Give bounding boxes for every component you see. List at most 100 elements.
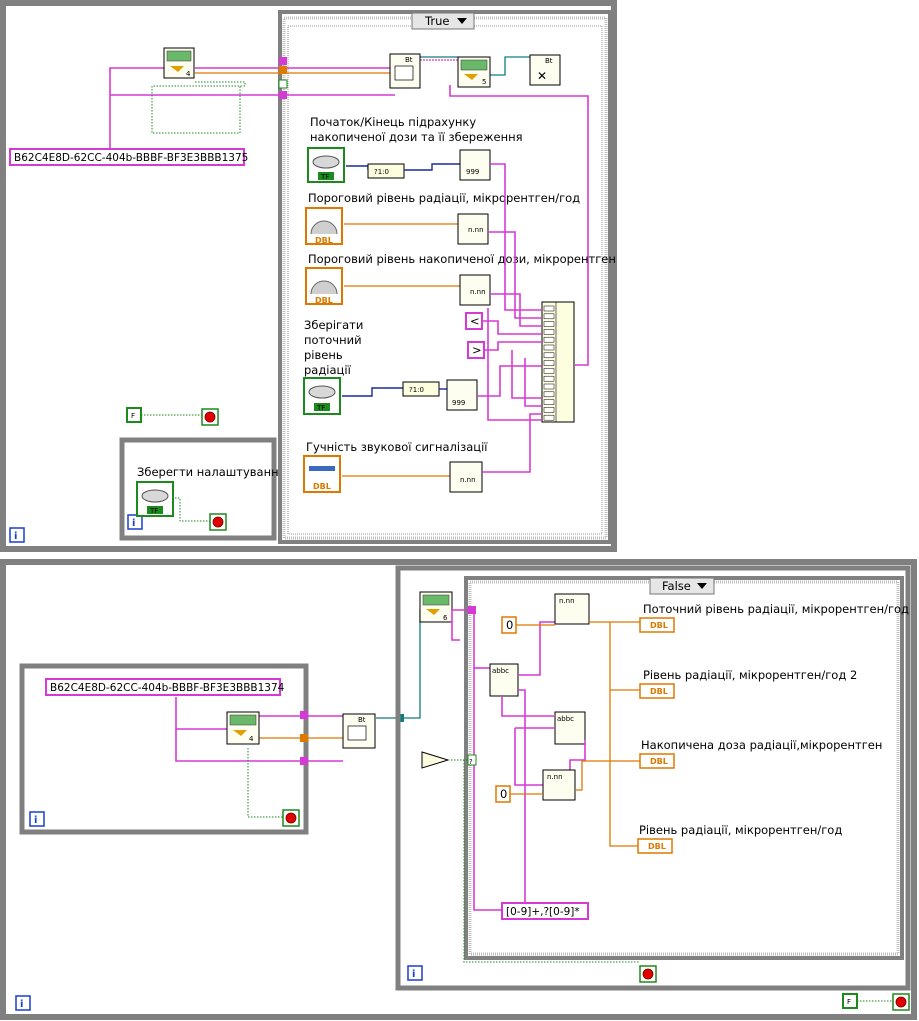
svg-text:n.nn: n.nn: [547, 773, 563, 781]
svg-text:Bt: Bt: [358, 716, 366, 724]
concat-input-terminal: [543, 383, 555, 390]
concat-input-terminal: [543, 321, 555, 327]
start-stop-boolean-control[interactable]: TF: [307, 147, 345, 183]
iteration-terminal-top: [9, 527, 25, 543]
rate-threshold-knob-control[interactable]: DBL: [305, 207, 343, 245]
not-node[interactable]: [421, 751, 450, 769]
bool-to-num-2[interactable]: ?1:0: [402, 381, 440, 397]
control-label-rate-threshold: Пороговий рівень радіації, мікрорентген/…: [308, 191, 580, 205]
format-int-2[interactable]: 999: [446, 379, 478, 411]
rate-2-indicator[interactable]: DBL: [639, 683, 675, 699]
svg-text:n.nn: n.nn: [468, 226, 484, 234]
save-rate-boolean-control[interactable]: TF: [303, 377, 341, 415]
tunnel-string-top: [279, 57, 287, 65]
tunnel-string2-top: [279, 91, 287, 99]
concat-input-terminal: [543, 329, 555, 335]
guid-constant-top[interactable]: B62C4E8D-62CC-404b-BBBF-BF3E3BBB1375: [9, 148, 248, 166]
current-rate-indicator[interactable]: DBL: [639, 617, 675, 633]
format-int-1[interactable]: 999: [459, 149, 491, 181]
concat-input-terminal: [543, 399, 555, 405]
svg-text:999: 999: [466, 168, 479, 176]
svg-text:DBL: DBL: [315, 236, 333, 245]
svg-text:?1:0: ?1:0: [409, 386, 424, 394]
save-settings-loop[interactable]: Зберегти налаштування i: [119, 437, 286, 541]
control-label-save-rate-3: рівень: [304, 348, 343, 362]
scan-value-1[interactable]: n.nn: [554, 593, 590, 625]
svg-text:B62C4E8D-62CC-404b-BBBF-BF3E3B: B62C4E8D-62CC-404b-BBBF-BF3E3BBB1374: [50, 682, 285, 694]
control-label-dose-threshold: Пороговий рівень накопиченої дози, мікро…: [308, 252, 616, 266]
svg-text:6: 6: [443, 614, 448, 622]
dose-threshold-knob-control[interactable]: DBL: [305, 267, 343, 305]
scan-value-2[interactable]: n.nn: [542, 769, 576, 801]
top-while-loop[interactable]: i: [0, 0, 617, 552]
case-selector-bottom[interactable]: [649, 577, 715, 595]
dose-indicator[interactable]: DBL: [639, 753, 675, 769]
stop-constant-top[interactable]: F: [126, 407, 142, 423]
format-float-2[interactable]: n.nn: [459, 274, 491, 306]
iteration-symbol-top: i: [14, 531, 17, 542]
case-selector-tunnel-bottom: [467, 754, 477, 766]
format-float-3[interactable]: n.nn: [449, 461, 483, 493]
match-pattern-1[interactable]: abbc: [489, 663, 519, 697]
svg-text:?: ?: [469, 758, 473, 766]
iteration-terminal-bottom-left: [29, 811, 45, 827]
tunnel-numeric-bottom: [300, 734, 308, 742]
zero-constant-2[interactable]: 0: [495, 785, 511, 803]
bottom-right-loop[interactable]: i: [395, 565, 911, 991]
svg-text:TF: TF: [320, 173, 329, 181]
stop-terminal-inner[interactable]: [209, 513, 227, 531]
control-label-start-stop-2: накопиченої дози та її збереження: [310, 130, 523, 144]
indicator-label-dose: Накопичена доза радіації,мікрорентген: [641, 738, 882, 752]
volume-slider-control[interactable]: DBL: [303, 455, 341, 493]
svg-text:DBL: DBL: [650, 621, 668, 630]
stop-terminal-bottom-left[interactable]: [282, 809, 300, 827]
concat-input-terminal: [543, 368, 555, 374]
guid-constant-bottom[interactable]: B62C4E8D-62CC-404b-BBBF-BF3E3BBB1374: [45, 678, 285, 696]
bottom-while-loop[interactable]: i: [0, 559, 917, 1020]
format-float-1[interactable]: n.nn: [457, 213, 489, 245]
invoke-node-bottom[interactable]: 4: [226, 711, 260, 745]
bool-to-num-1[interactable]: ?1:0: [367, 163, 405, 179]
concatenate-terminals: [543, 305, 555, 421]
svg-text:DBL: DBL: [315, 296, 333, 305]
concat-input-terminal: [543, 391, 555, 398]
control-label-save-rate-1: Зберігати: [304, 318, 363, 332]
stop-terminal-top[interactable]: [201, 408, 219, 426]
svg-text:0: 0: [500, 787, 507, 801]
svg-text:<: <: [470, 314, 480, 328]
close-reference-node[interactable]: Bt ✕: [529, 54, 561, 86]
gt-constant[interactable]: >: [467, 341, 485, 359]
rate-indicator[interactable]: DBL: [637, 838, 673, 854]
svg-text:4: 4: [249, 735, 254, 743]
stop-terminal-bottom[interactable]: [892, 993, 910, 1011]
stop-terminal-bottom-right[interactable]: [639, 965, 657, 983]
stop-constant-bottom[interactable]: F: [842, 993, 858, 1009]
svg-text:TF: TF: [149, 507, 158, 515]
save-settings-boolean-control[interactable]: TF: [136, 481, 174, 517]
bottom-left-loop[interactable]: i: [19, 663, 309, 835]
indicator-label-current-rate: Поточний рівень радіації, мікрорентген/г…: [643, 602, 909, 616]
bt-node-bottom[interactable]: Bt: [342, 713, 376, 749]
case-selector-top[interactable]: [411, 12, 475, 30]
indicator-label-rate-2: Рівень радіації, мікрорентген/год 2: [643, 668, 857, 682]
close-icon: ✕: [537, 69, 547, 83]
tunnel-numeric-top: [279, 66, 287, 74]
regex-constant[interactable]: [0-9]+,?[0-9]*: [501, 902, 589, 920]
zero-constant-1[interactable]: 0: [501, 616, 517, 634]
match-pattern-2[interactable]: abbc: [554, 711, 586, 745]
svg-text:n.nn: n.nn: [470, 288, 486, 296]
bt-node-top[interactable]: Bt: [389, 53, 421, 89]
bottom-case-structure[interactable]: False: [464, 576, 904, 960]
queue-node-bottom[interactable]: 6: [419, 591, 453, 623]
svg-text:F: F: [847, 998, 851, 1006]
iteration-symbol-bottom-right: i: [412, 969, 415, 980]
invoke-node-top[interactable]: 4: [163, 47, 195, 79]
svg-text:Bt: Bt: [545, 57, 553, 65]
svg-text:n.nn: n.nn: [559, 597, 575, 605]
queue-node-top[interactable]: 5: [457, 56, 491, 88]
lt-constant[interactable]: <: [465, 312, 483, 330]
control-label-start-stop: Початок/Кінець підрахунку: [310, 115, 476, 129]
control-label-save-rate-4: радіації: [304, 363, 352, 377]
concat-input-terminal: [543, 375, 555, 382]
